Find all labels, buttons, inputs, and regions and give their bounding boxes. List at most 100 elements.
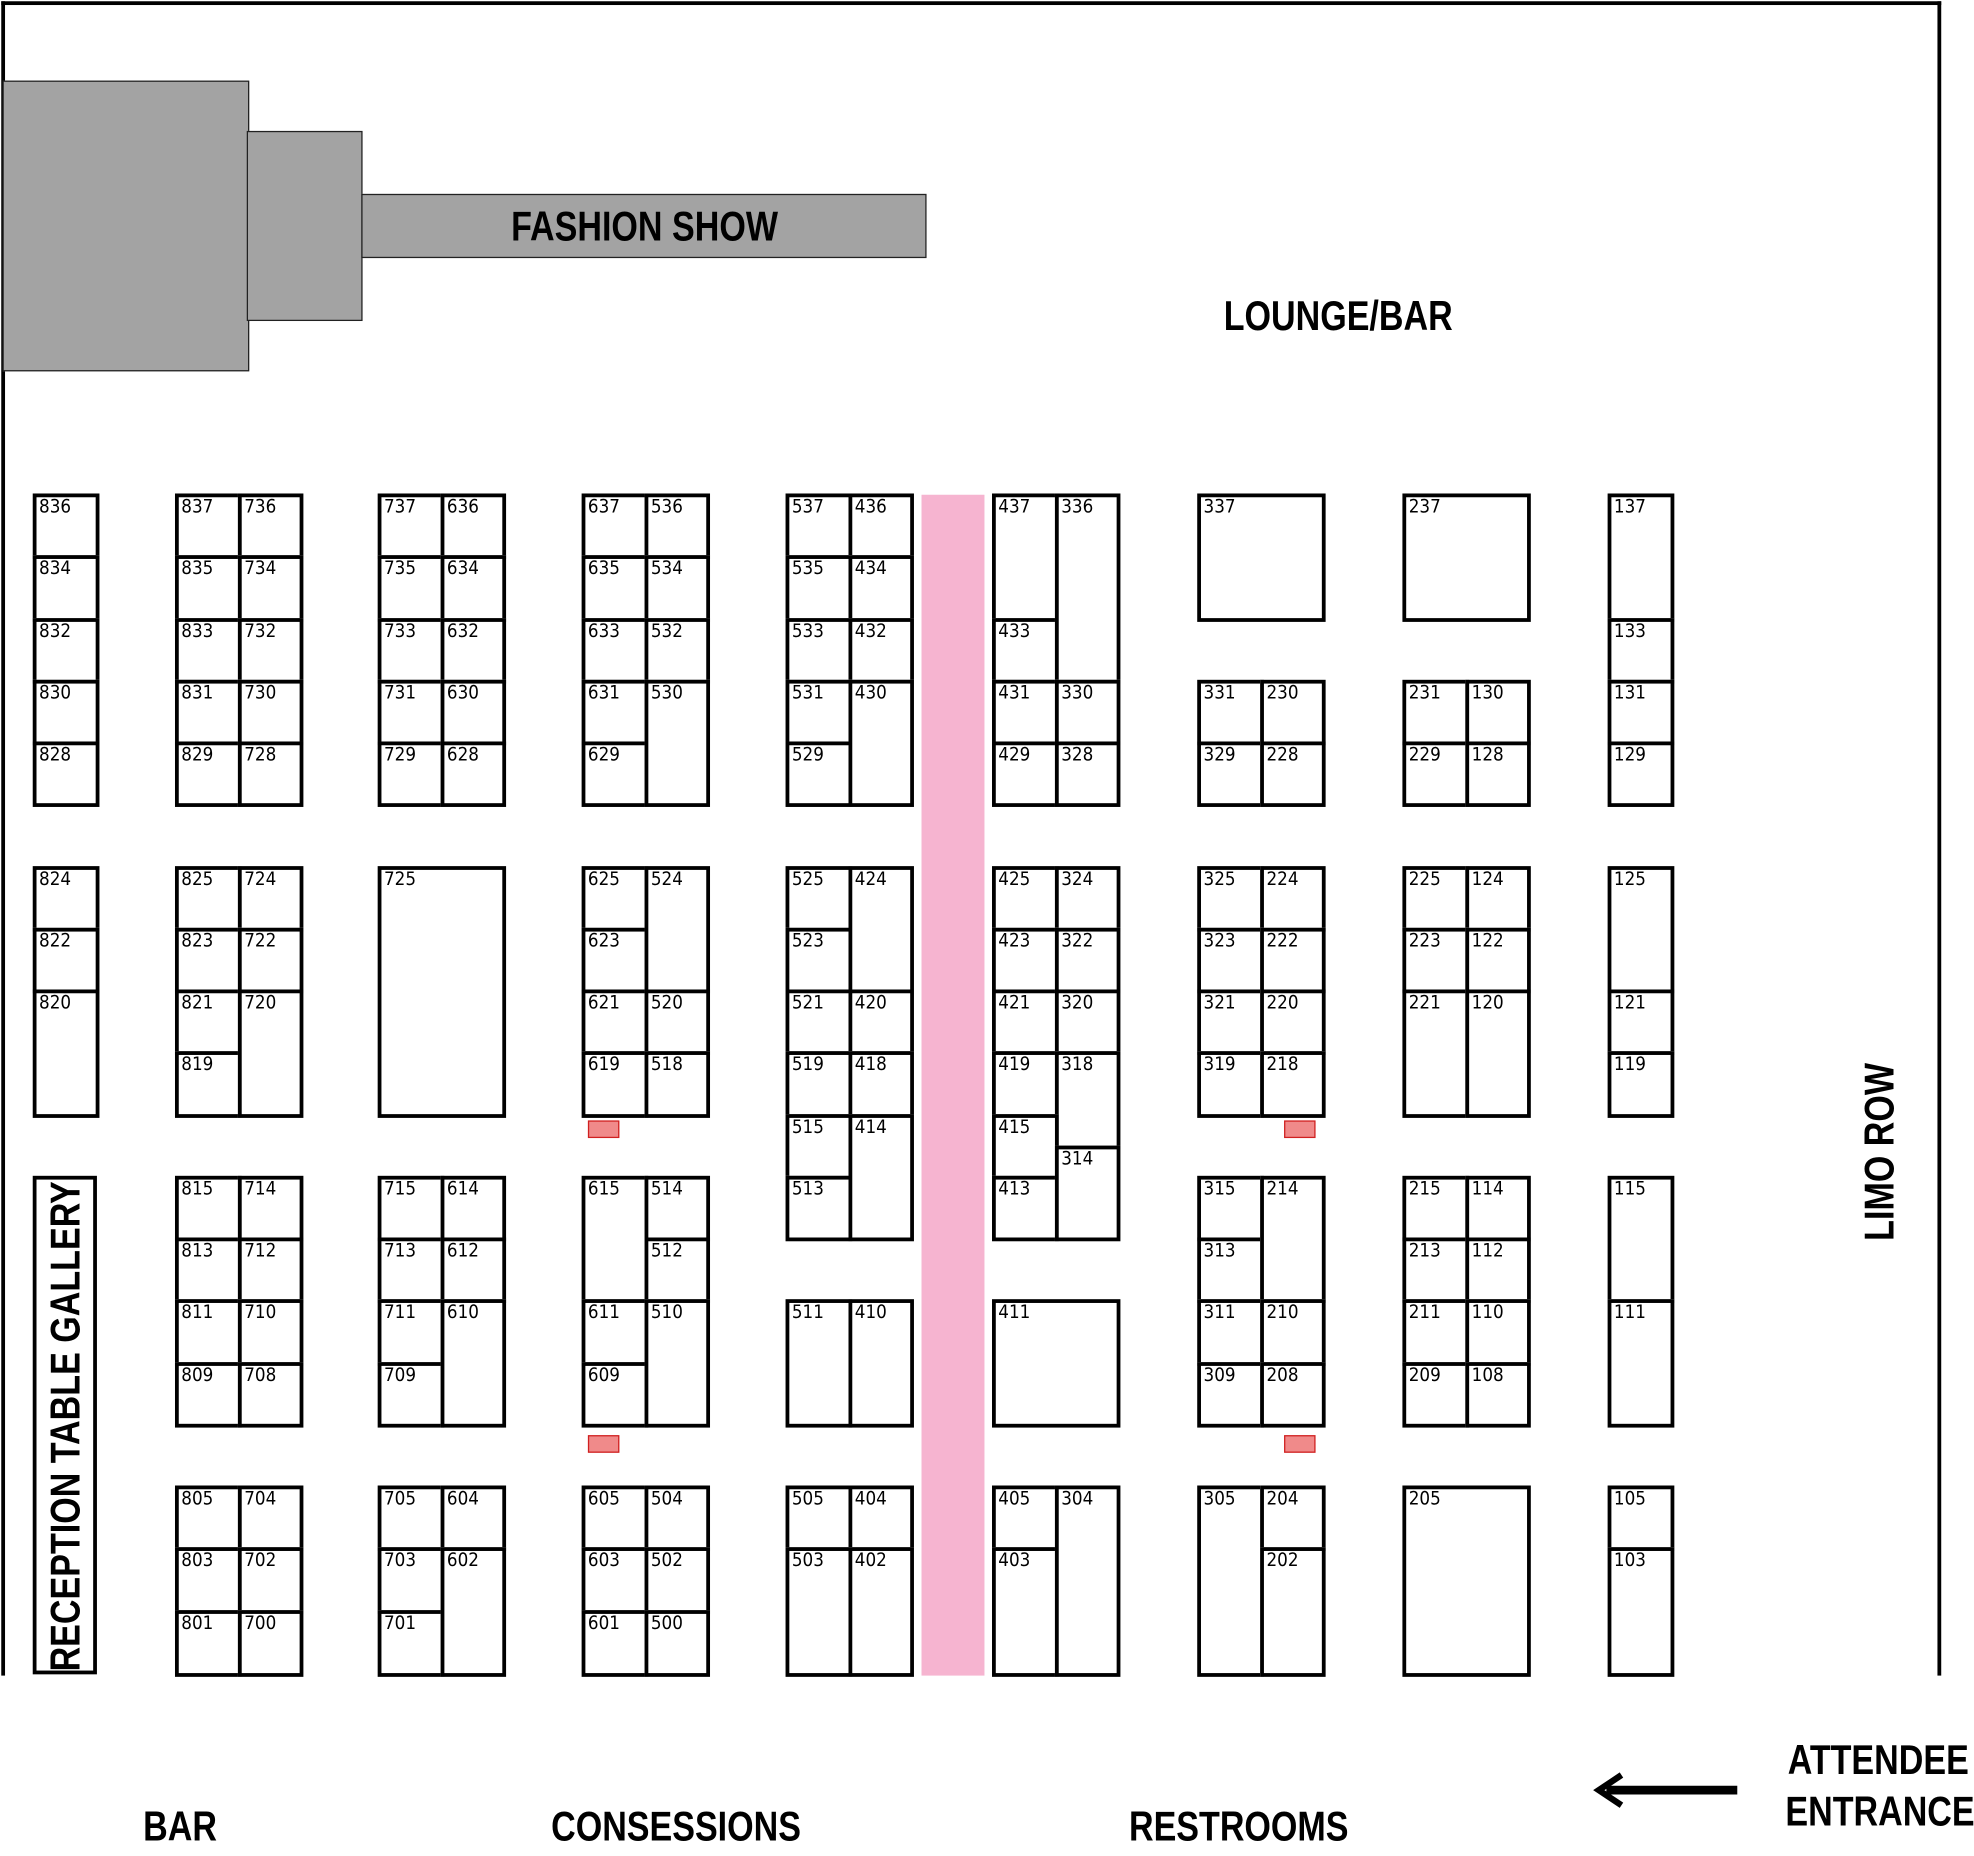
booth-337[interactable]: 337	[1196, 492, 1325, 622]
booth-715[interactable]: 715	[377, 1175, 444, 1241]
reception-table-gallery[interactable]	[32, 1175, 97, 1674]
booth-231[interactable]: 231	[1401, 679, 1469, 745]
booth-108[interactable]: 108	[1464, 1361, 1531, 1427]
booth-819[interactable]: 819	[174, 1050, 242, 1118]
booth-630[interactable]: 630	[439, 679, 506, 745]
booth-711[interactable]: 711	[377, 1298, 444, 1366]
booth-211[interactable]: 211	[1401, 1298, 1469, 1366]
booth-328[interactable]: 328	[1054, 740, 1120, 807]
booth-125[interactable]: 125	[1606, 865, 1674, 993]
booth-410[interactable]: 410	[847, 1298, 914, 1427]
booth-433[interactable]: 433	[991, 617, 1059, 683]
booth-603[interactable]: 603	[580, 1546, 648, 1614]
booth-734[interactable]: 734	[237, 554, 303, 622]
booth-411[interactable]: 411	[991, 1298, 1120, 1427]
booth-237[interactable]: 237	[1401, 492, 1531, 622]
booth-713[interactable]: 713	[377, 1236, 444, 1303]
booth-829[interactable]: 829	[174, 740, 242, 807]
booth-636[interactable]: 636	[439, 492, 506, 559]
booth-625[interactable]: 625	[580, 865, 648, 931]
booth-323[interactable]: 323	[1196, 927, 1264, 993]
booth-813[interactable]: 813	[174, 1236, 242, 1303]
booth-725[interactable]: 725	[377, 865, 506, 1118]
booth-525[interactable]: 525	[784, 865, 852, 931]
booth-222[interactable]: 222	[1259, 927, 1325, 993]
booth-419[interactable]: 419	[991, 1050, 1059, 1118]
booth-320[interactable]: 320	[1054, 988, 1120, 1055]
booth-623[interactable]: 623	[580, 927, 648, 993]
booth-815[interactable]: 815	[174, 1175, 242, 1241]
booth-825[interactable]: 825	[174, 865, 242, 931]
booth-736[interactable]: 736	[237, 492, 303, 559]
booth-733[interactable]: 733	[377, 617, 444, 683]
booth-512[interactable]: 512	[643, 1236, 710, 1303]
booth-705[interactable]: 705	[377, 1484, 444, 1551]
booth-621[interactable]: 621	[580, 988, 648, 1055]
booth-709[interactable]: 709	[377, 1361, 444, 1427]
booth-230[interactable]: 230	[1259, 679, 1325, 745]
booth-228[interactable]: 228	[1259, 740, 1325, 807]
booth-437[interactable]: 437	[991, 492, 1059, 622]
booth-511[interactable]: 511	[784, 1298, 852, 1427]
booth-405[interactable]: 405	[991, 1484, 1059, 1551]
booth-225[interactable]: 225	[1401, 865, 1469, 931]
booth-710[interactable]: 710	[237, 1298, 303, 1366]
booth-500[interactable]: 500	[643, 1609, 710, 1677]
booth-404[interactable]: 404	[847, 1484, 914, 1551]
booth-518[interactable]: 518	[643, 1050, 710, 1118]
booth-632[interactable]: 632	[439, 617, 506, 683]
booth-122[interactable]: 122	[1464, 927, 1531, 993]
booth-822[interactable]: 822	[32, 927, 99, 993]
booth-536[interactable]: 536	[643, 492, 710, 559]
booth-702[interactable]: 702	[237, 1546, 303, 1614]
booth-634[interactable]: 634	[439, 554, 506, 622]
booth-213[interactable]: 213	[1401, 1236, 1469, 1303]
booth-724[interactable]: 724	[237, 865, 303, 931]
booth-311[interactable]: 311	[1196, 1298, 1264, 1366]
booth-635[interactable]: 635	[580, 554, 648, 622]
booth-529[interactable]: 529	[784, 740, 852, 807]
booth-700[interactable]: 700	[237, 1609, 303, 1677]
booth-331[interactable]: 331	[1196, 679, 1264, 745]
booth-220[interactable]: 220	[1259, 988, 1325, 1055]
booth-835[interactable]: 835	[174, 554, 242, 622]
booth-615[interactable]: 615	[580, 1175, 648, 1303]
booth-130[interactable]: 130	[1464, 679, 1531, 745]
booth-315[interactable]: 315	[1196, 1175, 1264, 1241]
booth-708[interactable]: 708	[237, 1361, 303, 1427]
booth-131[interactable]: 131	[1606, 679, 1674, 745]
booth-612[interactable]: 612	[439, 1236, 506, 1303]
booth-229[interactable]: 229	[1401, 740, 1469, 807]
booth-503[interactable]: 503	[784, 1546, 852, 1677]
booth-834[interactable]: 834	[32, 554, 99, 622]
booth-403[interactable]: 403	[991, 1546, 1059, 1677]
booth-309[interactable]: 309	[1196, 1361, 1264, 1427]
booth-436[interactable]: 436	[847, 492, 914, 559]
booth-823[interactable]: 823	[174, 927, 242, 993]
booth-434[interactable]: 434	[847, 554, 914, 622]
booth-432[interactable]: 432	[847, 617, 914, 683]
booth-533[interactable]: 533	[784, 617, 852, 683]
booth-208[interactable]: 208	[1259, 1361, 1325, 1427]
booth-137[interactable]: 137	[1606, 492, 1674, 622]
booth-502[interactable]: 502	[643, 1546, 710, 1614]
booth-629[interactable]: 629	[580, 740, 648, 807]
booth-631[interactable]: 631	[580, 679, 648, 745]
booth-836[interactable]: 836	[32, 492, 99, 559]
booth-105[interactable]: 105	[1606, 1484, 1674, 1551]
booth-514[interactable]: 514	[643, 1175, 710, 1241]
booth-712[interactable]: 712	[237, 1236, 303, 1303]
booth-610[interactable]: 610	[439, 1298, 506, 1427]
booth-414[interactable]: 414	[847, 1113, 914, 1241]
booth-601[interactable]: 601	[580, 1609, 648, 1677]
booth-221[interactable]: 221	[1401, 988, 1469, 1118]
booth-515[interactable]: 515	[784, 1113, 852, 1179]
booth-720[interactable]: 720	[237, 988, 303, 1118]
booth-313[interactable]: 313	[1196, 1236, 1264, 1303]
booth-534[interactable]: 534	[643, 554, 710, 622]
booth-329[interactable]: 329	[1196, 740, 1264, 807]
booth-731[interactable]: 731	[377, 679, 444, 745]
booth-510[interactable]: 510	[643, 1298, 710, 1427]
booth-832[interactable]: 832	[32, 617, 99, 683]
booth-119[interactable]: 119	[1606, 1050, 1674, 1118]
